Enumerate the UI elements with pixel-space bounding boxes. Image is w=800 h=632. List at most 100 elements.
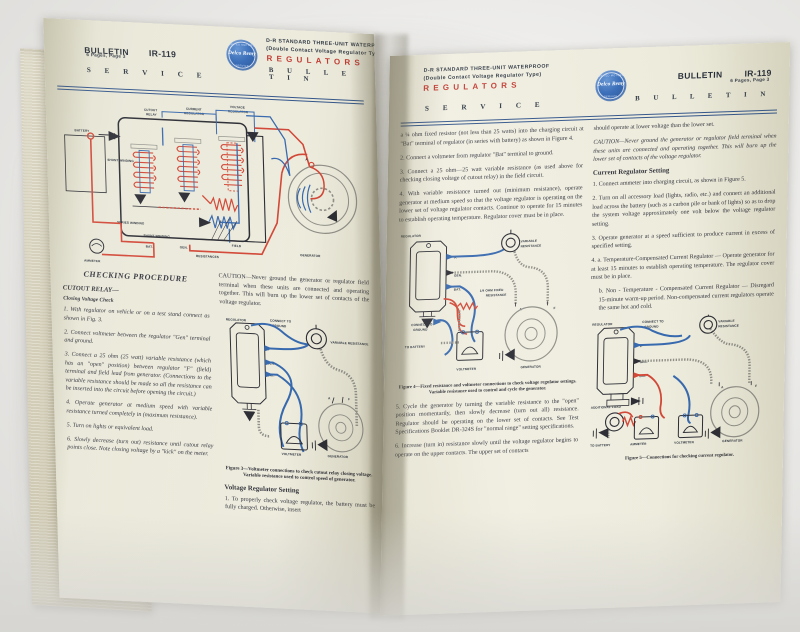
right-page-column-2: should operate at lower voltage than the… — [588, 118, 777, 470]
label-cutout-relay-2: RELAY — [146, 112, 158, 117]
left-step-6: 6. Slowly decrease (turn out) resistance… — [67, 436, 214, 458]
fig5-label-f: F. — [640, 344, 643, 348]
rp-c1-continued-paragraph: a ¼ ohm fixed resistor (not less than 25… — [400, 126, 584, 148]
fig4-label-ground: GROUND — [413, 327, 428, 332]
checking-procedure-heading: CHECKING PROCEDURE — [83, 269, 188, 284]
fig4-label-generator: GENERATOR — [520, 364, 541, 369]
fig4-label-connect-to: CONNECT TO — [411, 322, 433, 327]
figure-4-caption: Figure 4—Fixed resistance and voltmeter … — [398, 378, 577, 396]
left-step-5: 5. Turn on lights or equivalent load. — [66, 422, 154, 433]
fig4-label-bat: BAT. — [454, 287, 461, 291]
bulletin-word: B U L L E T I N — [268, 66, 353, 84]
label-current-regulator: CURRENT — [186, 107, 202, 112]
fig4-label-variable-1: VARIABLE — [521, 238, 537, 243]
right-page-column-1: a ¼ ohm fixed resistor (not less than 25… — [395, 125, 584, 477]
fig5-label-bat: BAT. — [639, 374, 646, 378]
fig3-label-regulator: REGULATOR — [226, 317, 247, 322]
rp-c2-continued-paragraph: should operate at lower voltage than the… — [593, 121, 715, 132]
fig3-label-generator: GENERATOR — [328, 454, 349, 459]
fig5-label-voltmeter: VOLTMETER — [674, 440, 694, 445]
fig4-label-to-battery: TO BATTERY — [405, 344, 426, 349]
fig4-label-f2: F — [553, 306, 555, 310]
fig5-label-to-battery: TO BATTERY — [590, 443, 611, 448]
label-battery: BATTERY — [74, 128, 90, 133]
svg-text:A: A — [305, 158, 308, 162]
logo-bottom-arc: SERVICE — [603, 95, 618, 99]
fig3-label-gen: GEN. — [267, 361, 275, 365]
rp-c2-step-1: 1. Connect ammeter into charging circuit… — [592, 176, 746, 188]
fig5-label-ground: GROUND — [644, 325, 659, 330]
delco-remy-logo: UNITED MOTORS Delco Remy SERVICE — [595, 69, 627, 102]
fig5-label-connect-to: CONNECT TO — [642, 320, 664, 325]
fig4-label-gen: GEN. — [454, 273, 462, 277]
left-page-column-2: CAUTION—Never ground the generator or re… — [218, 270, 376, 524]
fig4-label-regulator: REGULATOR — [401, 233, 422, 238]
label-gen: GEN. — [180, 245, 188, 249]
bulletin-number: IR-119 — [148, 48, 177, 60]
fig5-label-ammeter: AMMETER — [630, 442, 647, 447]
fig3-label-variable: VARIABLE RESISTANCE — [330, 340, 368, 346]
label-shunt-winding-1: SHUNT WINDING — [107, 158, 134, 163]
figure-2-svg: CUTOUT RELAY CURRENT REGULATOR VOLTAGE R… — [64, 105, 358, 264]
fig4-label-f: F. — [454, 255, 457, 259]
rp-c1-step-4: 4. With variable resistance turned out (… — [398, 185, 583, 224]
fig3-label-voltmeter: VOLTMETER — [282, 451, 303, 456]
rp-c2-step-3: 3. Operate generator at a speed sufficie… — [591, 229, 775, 251]
figure-5-svg: REGULATOR CONNECT TO GROUND VARIABLE RES… — [590, 313, 760, 448]
label-ammeter: AMMETER — [84, 259, 101, 264]
label-cutout-relay: CUTOUT — [144, 108, 158, 113]
rp-c2-step-2: 2. Turn on all accessory load (lights, r… — [591, 189, 776, 228]
label-shunt-winding-2: SHUNT WINDING — [143, 233, 170, 238]
fig5-label-a: A — [721, 385, 724, 389]
figure-2-wiring-schematic: CUTOUT RELAY CURRENT REGULATOR VOLTAGE R… — [57, 93, 368, 276]
right-page-header: D-R STANDARD THREE-UNIT WATERPROOF (Doub… — [400, 52, 778, 127]
fig5-label-regulator: REGULATOR — [592, 322, 613, 327]
figure-5-current-regulator-connections: REGULATOR CONNECT TO GROUND VARIABLE RES… — [588, 313, 774, 455]
rp-c1-step-3: 3. Connect a 25 ohm—25 watt variable res… — [399, 162, 584, 184]
fig4-label-variable-2: RESISTANCE — [521, 243, 542, 248]
bulletin-label: BULLETIN — [677, 69, 723, 81]
label-field: FIELD — [232, 244, 242, 248]
figure-3-caption: Figure 3—Voltmeter connections to check … — [225, 465, 373, 484]
left-page-column-1: CHECKING PROCEDURE CUTOUT RELAY— Closing… — [62, 262, 215, 516]
left-page[interactable]: BULLETIN IR-119 6 Pages, Page 3 UNITED M… — [43, 17, 391, 614]
label-resistances: RESISTANCES — [196, 254, 219, 259]
left-step-3: 3. Connect a 25 ohm (25 watt) variable r… — [64, 351, 212, 398]
fig4-label-fixed-res-1: 1/4 OHM FIXED — [480, 288, 504, 293]
fig4-label-fixed-res-2: RESISTANCE — [486, 292, 507, 297]
table-surface-shading — [0, 512, 800, 632]
svg-text:F: F — [348, 397, 350, 401]
fig3-label-bat: BAT. — [267, 373, 274, 377]
rp-c1-step-5: 5. Cycle the generator by turning the va… — [395, 398, 579, 436]
fig5-label-variable-2: RESISTANCE — [718, 324, 739, 329]
bulletin-word: B U L L E T I N — [635, 90, 772, 103]
fig5-label-gen: GEN. — [640, 360, 648, 364]
fig5-label-additional-load: ADDITIONAL LOAD — [591, 405, 622, 410]
fig3-label-ground: GROUND — [272, 323, 287, 328]
label-generator: GENERATOR — [300, 253, 321, 258]
right-page[interactable]: D-R STANDARD THREE-UNIT WATERPROOF (Doub… — [380, 42, 791, 616]
fig5-label-generator: GENERATOR — [722, 439, 743, 444]
label-series-winding: SERIES WINDING — [117, 220, 145, 225]
svg-text:A: A — [328, 396, 331, 400]
fig5-label-variable-1: VARIABLE — [718, 319, 734, 324]
service-word: S E R V I C E — [86, 65, 208, 80]
fig3-label-connect-to: CONNECT TO — [270, 318, 292, 323]
left-step-4: 4. Operate generator at medium speed wit… — [65, 399, 213, 421]
figure-4-fixed-resistance-connections: REGULATOR VARIABLE RESISTANCE F. GEN. BA… — [396, 224, 582, 382]
delco-remy-logo: UNITED MOTORS Delco Remy SERVICE — [225, 38, 258, 72]
left-step-2: 2. Connect voltmeter between the regulat… — [64, 328, 211, 345]
figure-4-svg: REGULATOR VARIABLE RESISTANCE F. GEN. BA… — [401, 229, 558, 371]
rp-c2-step-4a: 4. a. Temperature-Compensated Current Re… — [590, 251, 775, 282]
rp-c1-step-6: 6. Increase (turn in) resistance slowly … — [394, 437, 579, 459]
figure-3-svg: REGULATOR CONNECT TO GROUND VARIABLE RES… — [226, 317, 369, 459]
fig5-label-f2: F — [755, 384, 757, 388]
left-step-1: 1. With regulator on vehicle or on a tes… — [63, 306, 210, 323]
rp-c1-step-2: 2. Connect a voltmeter from regulator "B… — [400, 149, 554, 162]
fig4-label-voltmeter: VOLTMETER — [456, 366, 476, 371]
rp-c2-caution-note: CAUTION—Never ground the generator or re… — [593, 133, 777, 163]
label-bat: BAT. — [146, 245, 153, 249]
logo-wordmark: Delco Remy — [596, 80, 625, 88]
pages-label: 6 Pages, Page 3 — [730, 76, 770, 84]
